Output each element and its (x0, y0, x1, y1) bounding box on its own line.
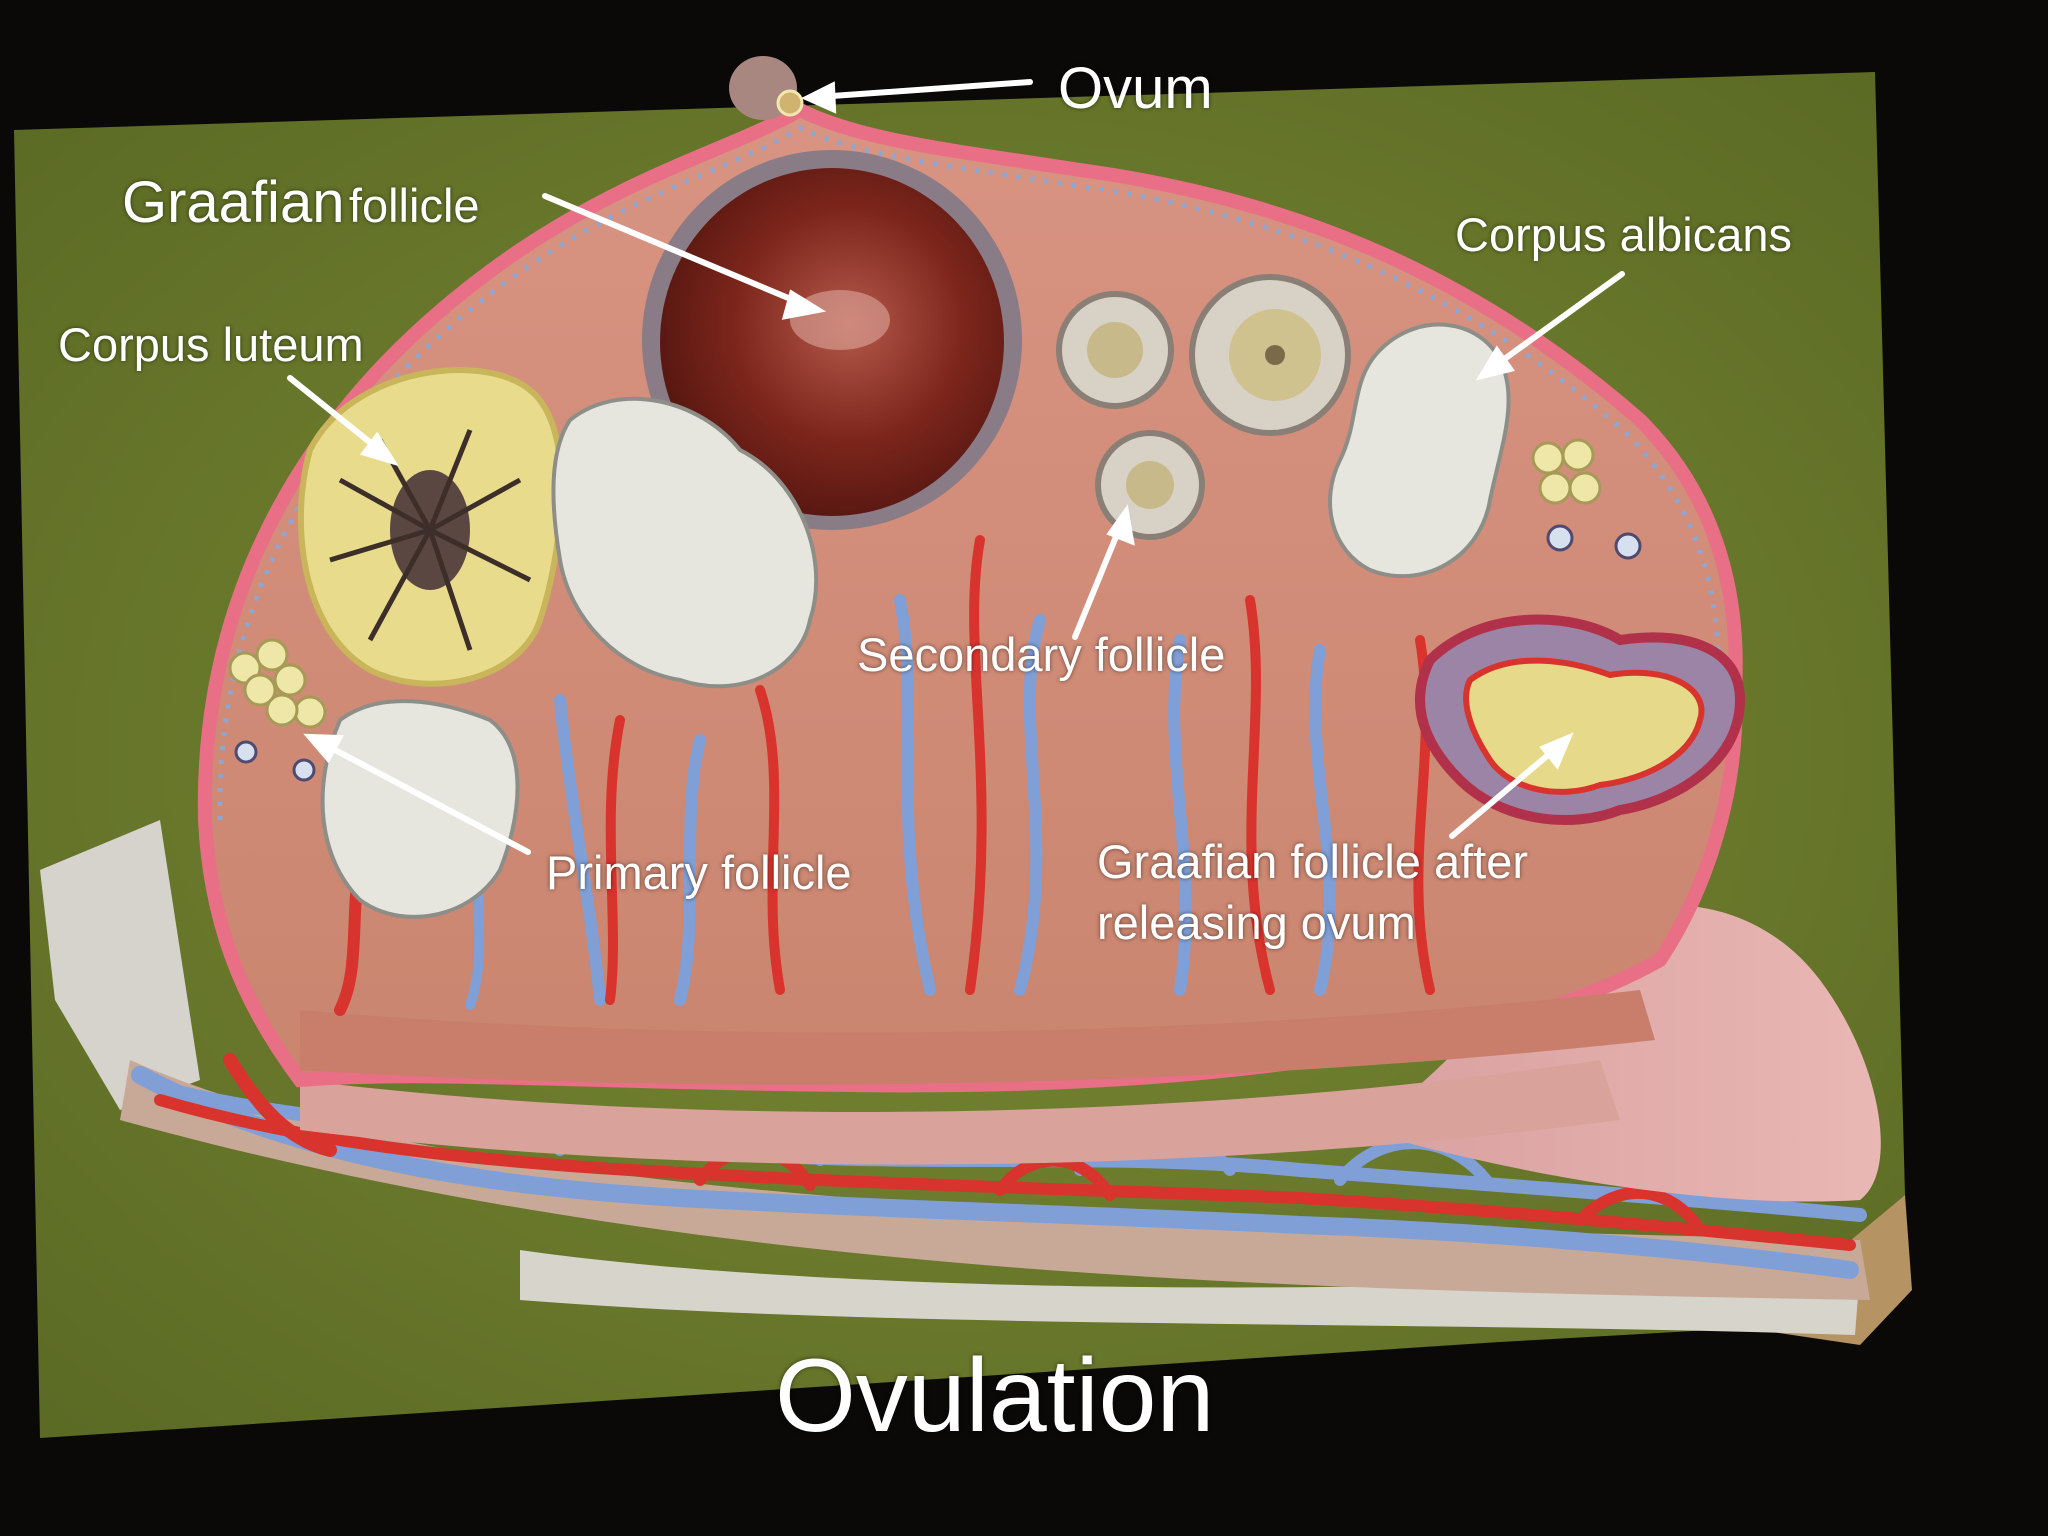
corpus-albicans-middle (551, 396, 819, 689)
ovum-arrow (815, 79, 1033, 100)
primary-follicle-small-1 (234, 740, 258, 764)
inner-artery-3 (965, 535, 987, 995)
label-graafian-after-line1: Graafian follicle after (1097, 835, 1529, 888)
tissue-underside (300, 1060, 1620, 1165)
corpus-albicans (1328, 322, 1511, 579)
inner-artery-1 (605, 715, 625, 1005)
primary-follicle-small-3 (1546, 524, 1574, 552)
label-corpus-albicans: Corpus albicans (1455, 208, 1793, 261)
inner-vein-2 (674, 734, 706, 1006)
label-arrows (287, 79, 1625, 855)
label-graafian-follicle: Graafian follicle (122, 170, 480, 235)
label-corpus-luteum: Corpus luteum (58, 318, 364, 371)
graafian-follicle-arrow (542, 193, 808, 308)
label-graafian-follicle-word: follicle (348, 179, 480, 232)
ovum (776, 89, 804, 117)
graafian-after-arrow (1449, 742, 1563, 839)
label-primary-follicle: Primary follicle (546, 846, 852, 899)
corpus-luteum-arrow (287, 375, 385, 455)
label-ovum: Ovum (1058, 56, 1213, 121)
inner-artery-2 (755, 685, 785, 995)
primary-follicle-cluster-right (1531, 438, 1602, 505)
diagram-title: Ovulation (775, 1338, 1215, 1454)
primary-follicle-cluster-left (228, 638, 327, 729)
tissue-floor (300, 990, 1655, 1085)
inner-vein-5 (1168, 634, 1192, 996)
inner-vein-6 (1309, 644, 1336, 996)
primary-follicle-small-2 (292, 758, 316, 782)
label-graafian-word: Graafian (122, 170, 345, 235)
secondary-follicle-arrow (1072, 519, 1125, 640)
artery-branch-1 (223, 1053, 337, 1157)
vein-main (131, 1066, 1859, 1279)
label-secondary-follicle: Secondary follicle (857, 628, 1226, 681)
inner-artery-4 (1245, 595, 1275, 995)
inner-vein-3 (894, 594, 936, 996)
corpus-albicans-arrow (1489, 271, 1625, 371)
primary-follicle-arrow (317, 739, 531, 855)
label-graafian-after-line2: releasing ovum (1097, 896, 1416, 949)
stroma-base (520, 1250, 1860, 1335)
primary-follicle-small-4 (1614, 532, 1642, 560)
inner-vein-1 (554, 694, 606, 1006)
inner-vein-4 (1014, 614, 1046, 996)
corpus-albicans-lower (320, 699, 520, 919)
left-cut-face (40, 820, 200, 1110)
ruptured-follicle-inner (1463, 657, 1705, 795)
artery-loop-3 (1574, 1186, 1706, 1236)
